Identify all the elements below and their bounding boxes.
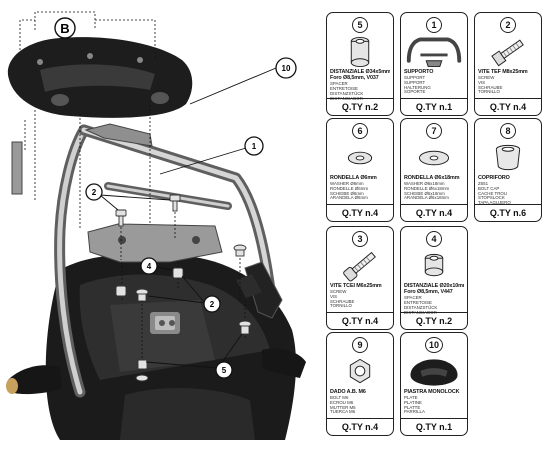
part-number-badge: 5	[352, 17, 368, 33]
part-quantity: Q.TY n.4	[327, 418, 393, 435]
part-card-9: 9 DADO A.B. M6 BOLT M6 ECROU M6 MUTTER M…	[326, 332, 394, 436]
part-number-badge: 7	[426, 123, 442, 139]
part-number-badge: 9	[352, 337, 368, 353]
mounting-plate	[87, 223, 223, 263]
monolock-plate-icon	[410, 359, 458, 386]
motorcycle-rear-body	[45, 253, 296, 440]
part-name: DADO A.B. M6	[330, 389, 366, 395]
top-bracket	[11, 123, 153, 195]
part-name: VITE TCEI M6x25mm	[330, 283, 382, 289]
exploded-assembly-diagram: B 10 1 2 4 2 5	[6, 11, 306, 440]
turn-signal-right	[262, 348, 306, 378]
part-number-badge: 1	[426, 17, 442, 33]
callout-4: 4	[140, 257, 158, 275]
part-card-3: 3 VITE TCEI M6x25mm SCREW VIS SCHRAUBE T…	[326, 226, 394, 330]
monolock-plate	[7, 37, 193, 118]
callout-1: 1	[244, 136, 264, 156]
rear-bracket-tab	[236, 261, 283, 319]
callout-10: 10	[275, 57, 297, 79]
part-quantity: Q.TY n.4	[327, 312, 393, 329]
callout-b: B	[54, 17, 76, 39]
spacer-large-icon	[350, 36, 370, 68]
small-washer-icon	[347, 151, 373, 165]
part-name: PIASTRA MONOLOCK	[404, 389, 460, 395]
part-translations: Z651 BOLT CAP CACHE TROU STOPSLOCK TAPA …	[478, 181, 511, 206]
part-card-7: 7 RONDELLA Ø6x18mm WASHER Ø6x18mm RONDEL…	[400, 118, 468, 222]
part-number-badge: 3	[352, 231, 368, 247]
part-quantity: Q.TY n.6	[475, 204, 541, 221]
part-quantity: Q.TY n.4	[401, 204, 467, 221]
bolt-cap-icon	[495, 144, 521, 171]
part-card-6: 6 RONDELLA Ø6mm WASHER Ø6mm RONDELLE Ø6m…	[326, 118, 394, 222]
plate-b-guide-lines	[19, 11, 156, 230]
part-translations: SUPPORT SUPPORT HALTERUNG SOPORTE	[404, 75, 431, 95]
part-translations: BOLT M6 ECROU M6 MUTTER M6 TUERCA M6	[330, 395, 356, 415]
part-name: RONDELLA Ø6mm	[330, 175, 377, 181]
svg-text:1: 1	[252, 142, 257, 151]
part-name: RONDELLA Ø6x18mm	[404, 175, 460, 181]
part-number-badge: 8	[500, 123, 516, 139]
spacer-small-icon	[424, 253, 444, 277]
part-translations: SCREW VIS SCHRAUBE TORNILLO	[478, 75, 503, 95]
svg-text:B: B	[60, 21, 69, 36]
hex-screw-icon	[491, 39, 524, 67]
part-name: COPRIFORO	[478, 175, 510, 181]
part-number-badge: 2	[500, 17, 516, 33]
part-quantity: Q.TY n.1	[401, 418, 467, 435]
part-quantity: Q.TY n.1	[401, 98, 467, 115]
part-translations: SCREW VIS SCHRAUBE TORNILLO	[330, 289, 355, 309]
support-bracket-icon	[406, 37, 462, 68]
part-quantity: Q.TY n.4	[475, 98, 541, 115]
part-quantity: Q.TY n.2	[401, 312, 467, 329]
allen-screw-icon	[343, 251, 376, 282]
part-number-badge: 10	[425, 337, 443, 353]
part-translations: WASHER Ø6x18mm RONDELLE Ø6x18mm SCHEIBE …	[404, 181, 450, 201]
callout-5: 5	[215, 361, 233, 379]
callout-2-upper: 2	[85, 183, 103, 201]
tubular-support-bracket	[54, 124, 276, 398]
part-translations: PLATE PLATINE PLATTE PARRILLA	[404, 395, 425, 415]
part-quantity: Q.TY n.4	[327, 204, 393, 221]
svg-text:2: 2	[92, 188, 97, 197]
svg-text:10: 10	[282, 64, 291, 73]
part-name: SUPPORTO	[404, 69, 434, 75]
large-washer-icon	[418, 150, 450, 166]
part-quantity: Q.TY n.2	[327, 98, 393, 115]
part-card-8: 8 COPRIFORO Z651 BOLT CAP CACHE TROU STO…	[474, 118, 542, 222]
part-card-10: 10 PIASTRA MONOLOCK PLATE PLATINE PLATTE…	[400, 332, 468, 436]
part-number-badge: 4	[426, 231, 442, 247]
part-name: VITE TEF M8x25mm	[478, 69, 528, 75]
turn-signal-left	[6, 365, 62, 395]
part-translations: WASHER Ø6mm RONDELLE Ø6mm SCHEIBE Ø6mm A…	[330, 181, 369, 201]
part-card-2: 2 VITE TEF M8x25mm SCREW VIS SCHRAUBE TO…	[474, 12, 542, 116]
callout-2-lower: 2	[203, 295, 221, 313]
bolt-assembly	[115, 194, 252, 382]
part-number-badge: 6	[352, 123, 368, 139]
svg-text:4: 4	[147, 262, 152, 271]
svg-text:2: 2	[210, 300, 215, 309]
callout-leader-lines	[99, 67, 277, 369]
svg-text:5: 5	[222, 366, 227, 375]
part-card-1: 1 SUPPORTO SUPPORT SUPPORT HALTERUNG SOP…	[400, 12, 468, 116]
nut-icon	[349, 358, 371, 384]
